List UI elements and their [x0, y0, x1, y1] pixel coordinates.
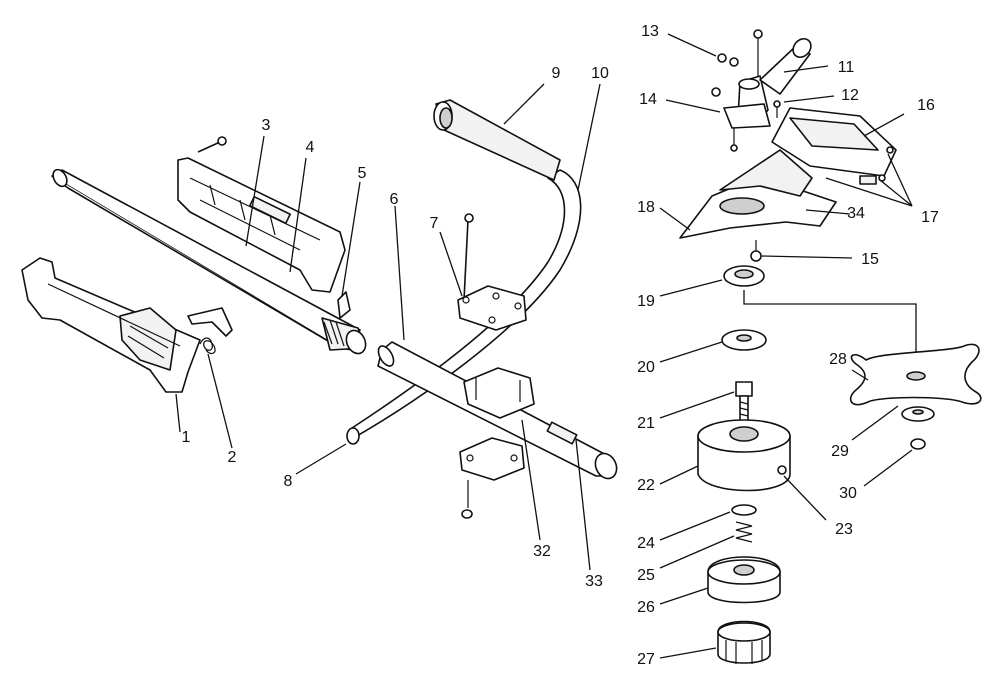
lower-handle-clamp [459, 437, 525, 481]
callout-21: 21 [637, 415, 655, 432]
lower-grip-housing [21, 257, 201, 393]
cutting-blade [849, 343, 982, 406]
grass-guard [771, 107, 897, 185]
blade-washer [901, 406, 935, 422]
throttle-trigger [187, 307, 233, 337]
callout-14: 14 [639, 91, 657, 108]
callout-15: 15 [861, 251, 879, 268]
bar-handle-assembly [346, 99, 618, 519]
callout-16: 16 [917, 97, 935, 114]
callout-12: 12 [841, 87, 859, 104]
callout-25: 25 [637, 567, 655, 584]
clamp-nut [461, 480, 473, 519]
callout-32: 32 [533, 543, 551, 560]
callout-labels: 1 2 3 4 5 6 7 8 9 10 11 12 13 14 15 16 1… [182, 23, 939, 668]
callout-19: 19 [637, 293, 655, 310]
middle-handle-clamp [463, 367, 535, 419]
shield-bolt [750, 240, 762, 262]
head-washer [731, 504, 757, 516]
arbor-bolt [735, 381, 753, 425]
deflector-shield [679, 149, 837, 239]
callout-18: 18 [637, 199, 655, 216]
callout-20: 20 [637, 359, 655, 376]
callout-10: 10 [591, 65, 609, 82]
gearbox-bolts [711, 53, 781, 152]
callout-11: 11 [838, 59, 855, 76]
callout-29: 29 [831, 443, 849, 460]
tube-clip [337, 291, 351, 319]
bearing [723, 265, 765, 287]
callout-5: 5 [358, 165, 367, 182]
callout-34: 34 [847, 205, 865, 222]
callout-2: 2 [228, 449, 237, 466]
loop-handle [346, 99, 582, 445]
handle-assembly [21, 136, 367, 393]
callout-3: 3 [262, 117, 271, 134]
callout-22: 22 [637, 477, 655, 494]
line-spool [707, 556, 781, 604]
callout-26: 26 [637, 599, 655, 616]
upper-handle-clamp [457, 213, 527, 331]
leader-lines [175, 33, 913, 659]
callout-24: 24 [637, 535, 655, 552]
callout-30: 30 [839, 485, 857, 502]
trimmer-head-base [697, 419, 791, 492]
callout-33: 33 [585, 573, 603, 590]
callout-28: 28 [829, 351, 847, 368]
callout-6: 6 [390, 191, 399, 208]
callout-9: 9 [552, 65, 561, 82]
assembly-guide-line [743, 290, 917, 356]
callout-4: 4 [306, 139, 315, 156]
callout-23: 23 [835, 521, 853, 538]
gearbox [723, 29, 812, 129]
upper-housing-half [177, 157, 346, 293]
trigger-spring [199, 337, 216, 355]
callout-27: 27 [637, 651, 655, 668]
callout-17: 17 [921, 209, 939, 226]
blade-nut [910, 438, 926, 450]
drive-washer [721, 329, 767, 351]
callout-1: 1 [182, 429, 191, 446]
callout-8: 8 [284, 473, 293, 490]
callout-7: 7 [430, 215, 439, 232]
trimmer-head-assembly [679, 29, 982, 664]
head-spring [735, 521, 753, 543]
shaft-tube [51, 168, 367, 355]
housing-screw [197, 136, 227, 153]
bump-knob [717, 620, 771, 664]
callout-13: 13 [641, 23, 659, 40]
